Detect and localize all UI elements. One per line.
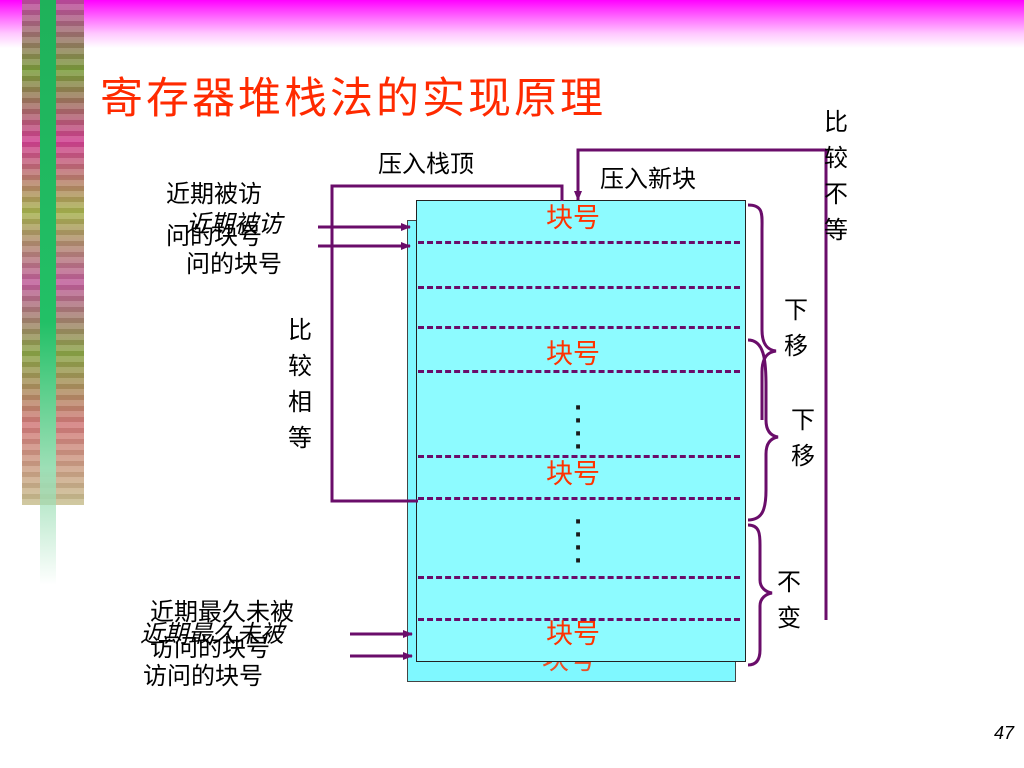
- stack-divider: [418, 326, 740, 329]
- recent-label-line2: 问的块号: [166, 222, 262, 250]
- shift-down-label-2: 下 移: [791, 406, 815, 470]
- slide-title: 寄存器堆栈法的实现原理: [100, 74, 606, 124]
- recent-label-line1: 近期被访: [166, 180, 262, 208]
- stack-divider: [418, 286, 740, 289]
- block-label-lower: 块号: [546, 459, 600, 490]
- lru-label-shadow-line1: 近期最久未被: [140, 620, 284, 648]
- stack-divider: [418, 370, 740, 373]
- block-label-top: 块号: [546, 203, 600, 234]
- ellipsis-dots: ····: [573, 396, 583, 460]
- compare-equal-label: 比 较 相 等: [288, 316, 312, 452]
- unchanged-label: 不 变: [777, 568, 801, 632]
- compare-unequal-label: 比 较 不 等: [824, 108, 848, 244]
- push-top-label: 压入栈顶: [378, 150, 474, 178]
- stack-divider: [418, 455, 740, 458]
- stack-front-rect: [416, 200, 746, 662]
- stack-divider: [418, 497, 740, 500]
- shift-down-label-1: 下 移: [784, 296, 808, 360]
- stack-divider: [418, 618, 740, 621]
- recent-label-shadow-line1: 近期被访: [186, 210, 282, 238]
- lru-label-line1: 近期最久未被: [150, 598, 294, 626]
- recent-label-shadow-line2: 问的块号: [186, 250, 282, 278]
- page-number: 47: [994, 723, 1015, 743]
- lru-label-shadow-line2: 访问的块号: [143, 662, 263, 690]
- block-label-bottom: 块号: [546, 619, 600, 650]
- stack-divider: [418, 576, 740, 579]
- push-new-label: 压入新块: [600, 165, 696, 193]
- ellipsis-dots: ····: [573, 510, 583, 574]
- stack-divider: [418, 241, 740, 244]
- block-label-mid: 块号: [546, 339, 600, 370]
- top-gradient-bar: [0, 0, 1024, 48]
- decorative-green-strip: [40, 0, 56, 585]
- lru-label-line2: 访问的块号: [150, 634, 270, 662]
